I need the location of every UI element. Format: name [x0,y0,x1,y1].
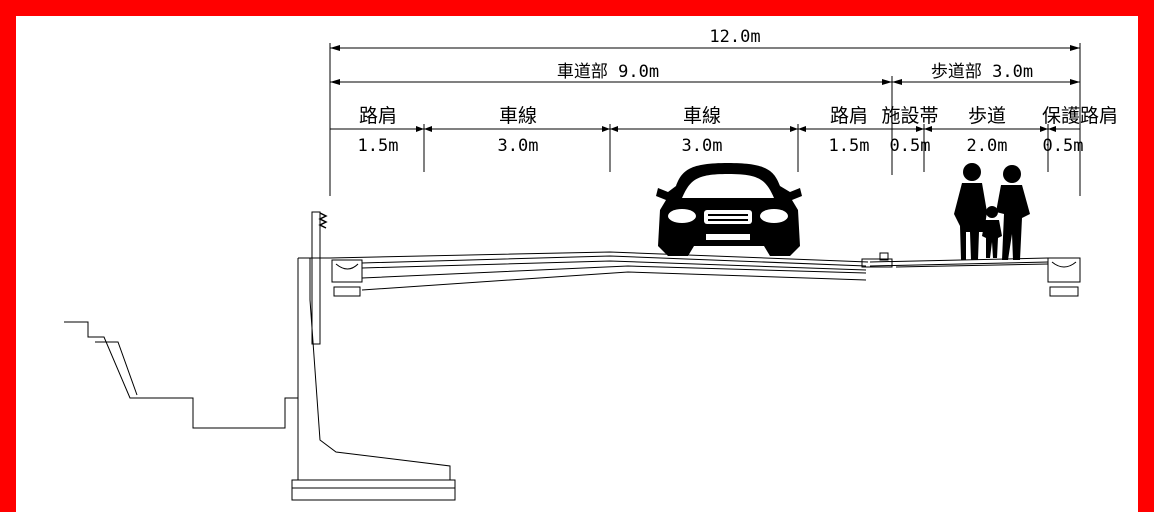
bridge-deck [329,251,1081,297]
segment-label: 車線 [683,105,721,127]
car-icon [656,163,802,256]
segment-label: 路肩 [830,105,868,127]
segment-label: 施設帯 [881,105,938,127]
total-width-label: 12.0m [709,27,760,47]
pedestrian-family-icon [954,163,1030,260]
retaining-wall-structure [64,211,456,501]
segment-label: 路肩 [359,105,397,127]
segment-width: 3.0m [682,136,723,156]
sidewalk-section-width-label: 歩道部 3.0m [931,62,1033,82]
segment-width: 3.0m [498,136,539,156]
segment-width: 1.5m [358,136,399,156]
carriageway-width-label: 車道部 9.0m [557,62,659,82]
segment-width: 0.5m [1043,136,1084,156]
guardrail-icon [318,212,328,229]
segment-width: 0.5m [890,136,931,156]
segment-width: 1.5m [829,136,870,156]
segment-label: 車線 [499,105,537,127]
dimension-lines [329,43,1081,196]
segment-width: 2.0m [967,136,1008,156]
segment-label: 歩道 [968,105,1006,127]
segment-label: 保護路肩 [1042,105,1118,127]
